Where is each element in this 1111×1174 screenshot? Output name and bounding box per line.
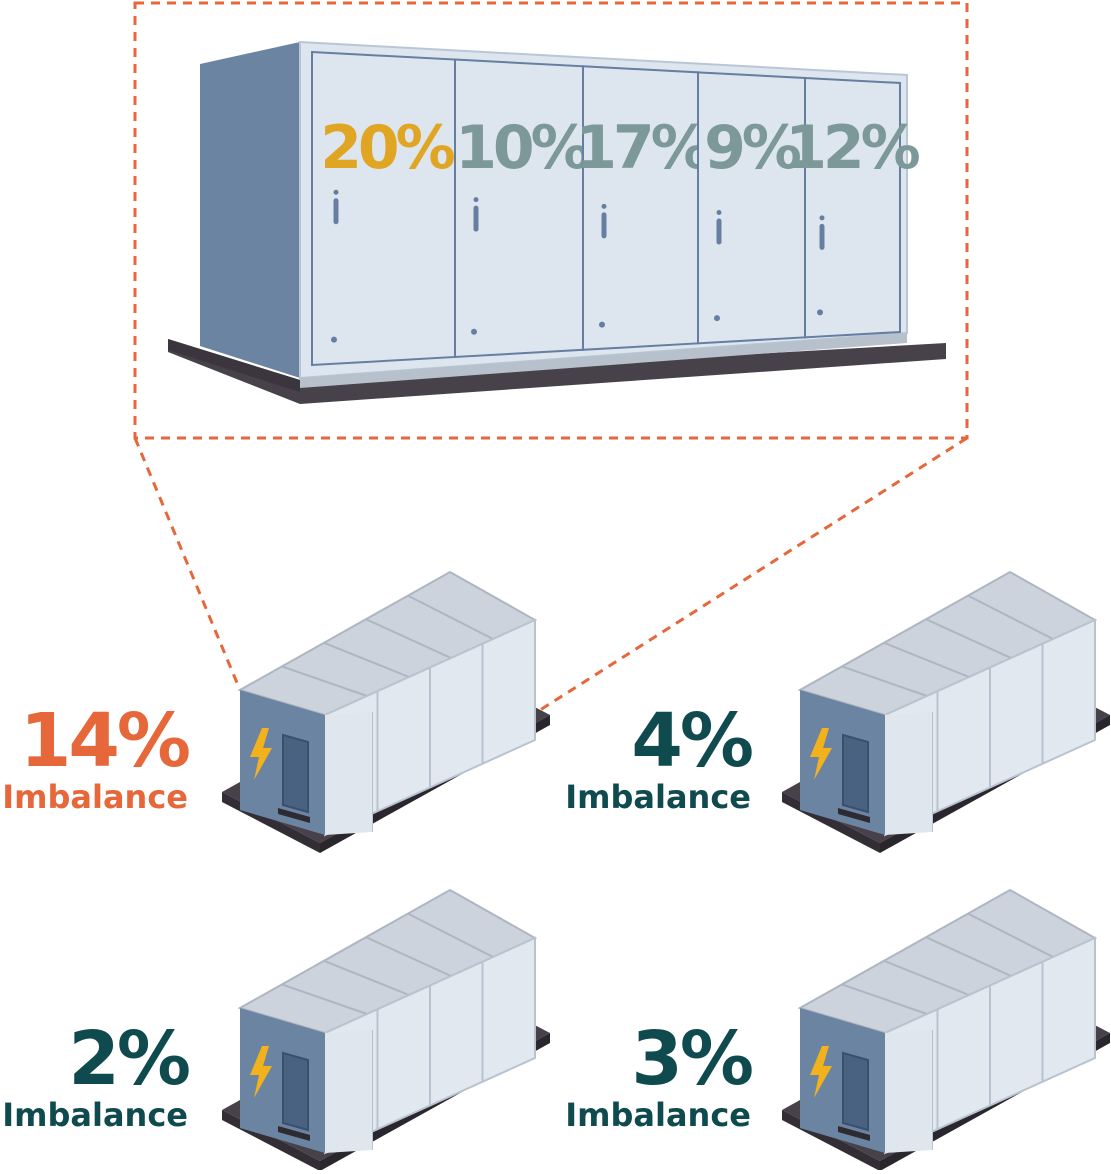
container-door <box>842 733 869 814</box>
callout-frame <box>133 1 969 440</box>
module-percent-label: 12% <box>785 113 919 183</box>
imbalance-percent: 2% <box>68 1016 188 1102</box>
module-percent-label: 10% <box>455 113 589 183</box>
cabinet-modules: 20%10%17%9%12% <box>311 50 924 367</box>
container-door <box>842 1051 869 1132</box>
door-handle-icon <box>473 197 479 232</box>
lightning-bolt-icon <box>810 728 832 780</box>
module-percent-label: 17% <box>575 113 709 183</box>
container-unit <box>222 888 550 1171</box>
callout-leader-left <box>133 437 242 691</box>
container-door <box>282 733 309 814</box>
cabinet-module-panel <box>582 65 699 351</box>
imbalance-label: Imbalance <box>2 1096 188 1134</box>
callout-leader-right <box>536 436 968 714</box>
lightning-bolt-icon <box>250 728 272 780</box>
panel-screw <box>331 336 337 343</box>
imbalance-percent: 14% <box>20 698 189 784</box>
door-handle-icon <box>601 203 607 239</box>
cabinet-module-panel <box>311 50 456 367</box>
imbalance-label: Imbalance <box>565 1096 751 1134</box>
detail-cabinet: 20%10%17%9%12% <box>168 40 946 404</box>
imbalance-percent: 3% <box>631 1016 751 1102</box>
container-unit <box>782 570 1110 853</box>
container-unit <box>222 570 550 853</box>
container-unit <box>782 888 1110 1171</box>
door-handle-icon <box>716 209 722 245</box>
imbalance-label: Imbalance <box>565 778 751 816</box>
module-percent-label: 9% <box>704 113 801 183</box>
container-units: 14%Imbalance4%Imbalance2%Imbalance3%Imba… <box>2 570 1110 1171</box>
cabinet-base <box>168 339 946 404</box>
panel-screw <box>599 321 605 328</box>
lightning-bolt-icon <box>250 1046 272 1098</box>
panel-screw <box>471 328 477 335</box>
imbalance-label: Imbalance <box>2 778 188 816</box>
imbalance-percent: 4% <box>631 698 751 784</box>
cabinet-module-panel <box>804 76 901 339</box>
module-percent-label: 20% <box>320 113 454 183</box>
panel-screw <box>714 315 720 322</box>
zoom-callout <box>133 1 969 714</box>
door-handle-icon <box>333 189 339 225</box>
door-handle-icon <box>819 215 825 250</box>
cabinet-side <box>200 42 300 378</box>
panel-screw <box>817 309 823 316</box>
container-door <box>282 1051 309 1132</box>
lightning-bolt-icon <box>810 1046 832 1098</box>
